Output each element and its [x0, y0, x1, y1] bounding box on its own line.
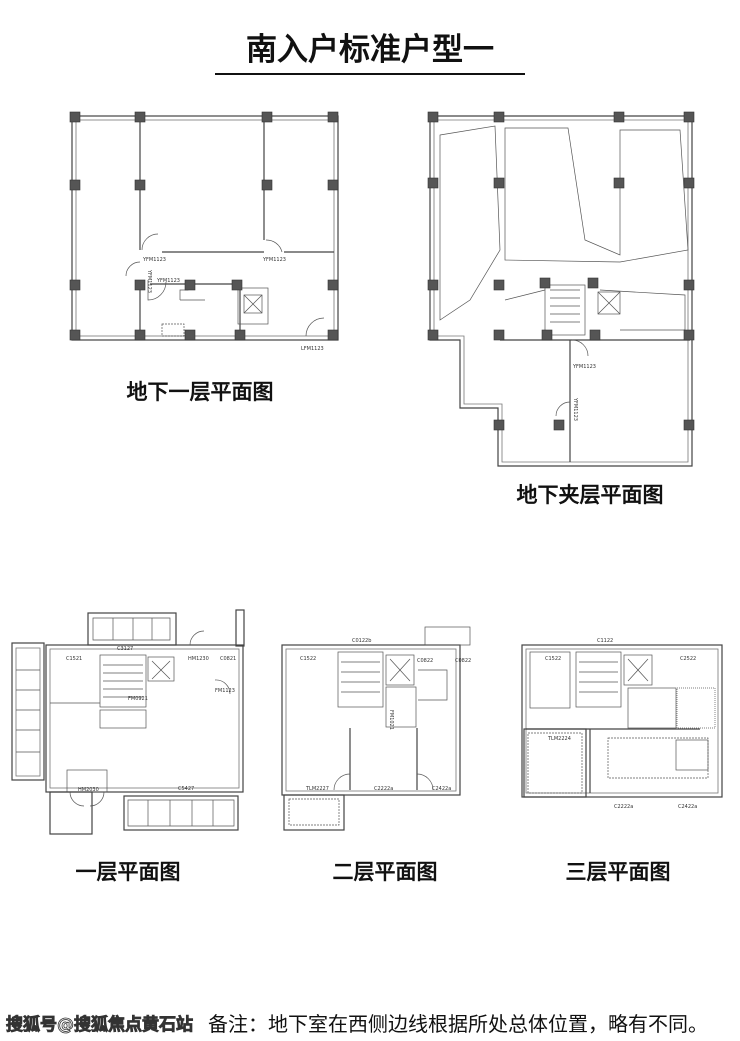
window-label: C2522: [680, 656, 696, 662]
door-label: YFM1123: [146, 269, 152, 293]
door-label: YFM1123: [142, 257, 166, 263]
door-label: YFM1123: [262, 257, 286, 263]
caption-floor-3: 三层平面图: [566, 860, 671, 884]
plan-floor-2: C1522 C0122b C0822 C0822 FM1021 TLM2227 …: [281, 626, 471, 831]
watermark: 搜狐号@搜狐焦点黄石站: [6, 1014, 193, 1035]
window-label: C2422a: [432, 786, 451, 792]
window-label: C2222a: [374, 786, 393, 792]
door-label: TLM2227: [305, 786, 329, 792]
door-label: YFM1123: [572, 397, 578, 421]
footnote: 备注：地下室在西侧边线根据所处总体位置，略有不同。: [208, 1012, 708, 1036]
window-label: C2422a: [678, 804, 697, 810]
door-label: FM1123: [215, 688, 235, 694]
caption-floor-2: 二层平面图: [333, 860, 438, 884]
window-label: C2222a: [614, 804, 633, 810]
window-label: C1522: [545, 656, 561, 662]
plan-basement-1: YFM1123 YFM1123 YFM1123 YFM1123 LFM1123: [69, 111, 339, 352]
page-title: 南入户标准户型一: [246, 32, 494, 68]
plan-floor-1: C1521 C3127 HM1230 C0821 FM1123 FM0921 H…: [11, 609, 245, 835]
door-label: TLM2224: [547, 736, 571, 742]
door-label: YFM1123: [156, 278, 180, 284]
door-label: FM1021: [388, 710, 394, 730]
window-label: C0122b: [352, 638, 371, 644]
window-label: C1522: [300, 656, 316, 662]
caption-basement-mezzanine: 地下夹层平面图: [517, 483, 664, 507]
caption-floor-1: 一层平面图: [76, 860, 181, 884]
window-label: C1521: [66, 656, 82, 662]
door-label: YFM1123: [572, 364, 596, 370]
window-label: C3127: [117, 646, 133, 652]
window-label: C5427: [178, 786, 194, 792]
window-label: C1122: [597, 638, 613, 644]
caption-basement-1: 地下一层平面图: [127, 380, 274, 404]
window-label: C0821: [220, 656, 236, 662]
window-label: C0822: [455, 658, 471, 664]
door-label: LFM1123: [301, 346, 324, 352]
plan-basement-mezzanine: YFM1123 YFM1123: [427, 111, 695, 467]
door-label: FM0921: [128, 696, 148, 702]
plan-floor-3: C1522 C1122 C2522 TLM2224 C2222a C2422a: [521, 638, 723, 810]
door-label: HM1230: [188, 656, 209, 662]
door-label: HM2030: [78, 787, 99, 793]
window-label: C0822: [417, 658, 433, 664]
